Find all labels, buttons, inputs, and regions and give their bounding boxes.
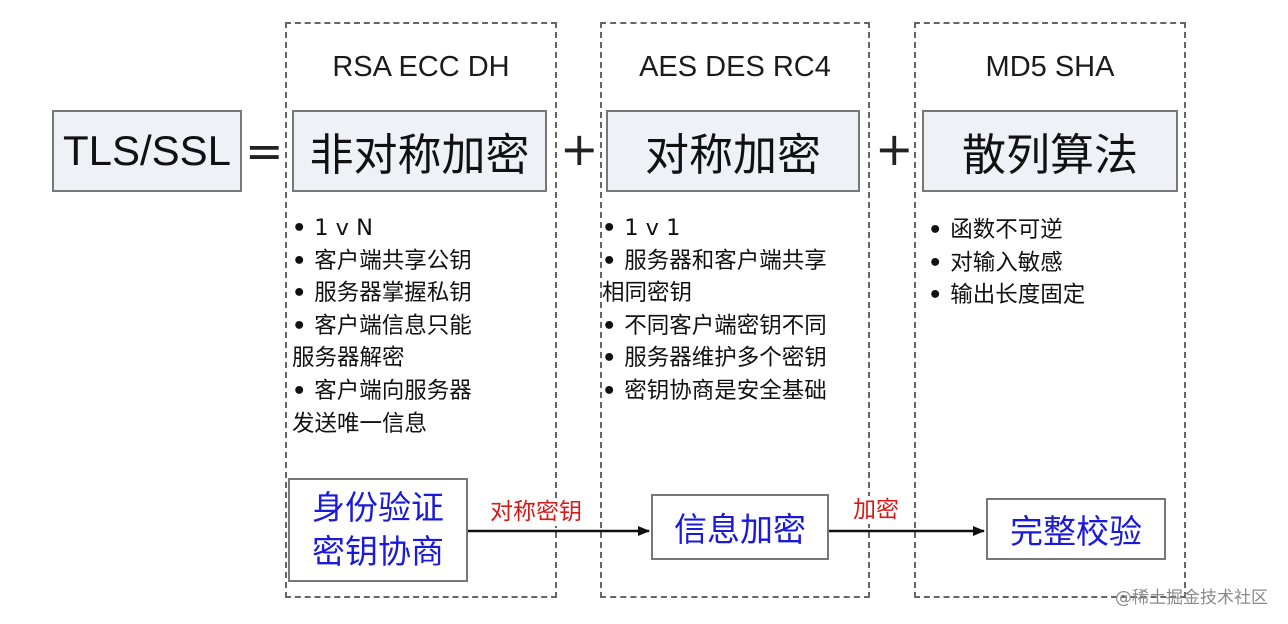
- asymmetric-header-label: 非对称加密: [309, 130, 530, 181]
- arrow-label-encrypt: 加密: [853, 496, 899, 524]
- symmetric-header-label: 对称加密: [645, 130, 821, 181]
- list-item: 不同客户端密钥不同: [602, 310, 867, 343]
- list-item: 函数不可逆: [928, 214, 1168, 247]
- tls-ssl-label: TLS/SSL: [62, 127, 232, 174]
- info-encrypt-label: 信息加密: [674, 510, 806, 549]
- equals-sign: =: [245, 124, 284, 178]
- symmetric-title: AES DES RC4: [639, 51, 831, 83]
- list-item: 客户端共享公钥: [292, 245, 542, 278]
- list-item: 客户端向服务器 发送唯一信息: [292, 375, 542, 440]
- list-item: 服务器掌握私钥: [292, 277, 542, 310]
- watermark: @稀土掘金技术社区: [1115, 588, 1268, 608]
- plus-sign-2: +: [875, 122, 914, 176]
- symmetric-group: [600, 22, 870, 598]
- hash-header-label: 散列算法: [962, 130, 1138, 181]
- list-item: 服务器维护多个密钥: [602, 342, 867, 375]
- integrity-check-box: 完整校验: [986, 498, 1166, 560]
- info-encrypt-box: 信息加密: [651, 494, 829, 560]
- plus-sign-1: +: [560, 122, 599, 176]
- list-item: 对输入敏感: [928, 247, 1168, 280]
- symmetric-bullets: 1 v 1 服务器和客户端共享 相同密钥 不同客户端密钥不同 服务器维护多个密钥…: [602, 212, 867, 408]
- hash-bullets: 函数不可逆 对输入敏感 输出长度固定: [928, 214, 1168, 312]
- hash-group: [914, 22, 1186, 598]
- list-item: 客户端信息只能 服务器解密: [292, 310, 542, 375]
- list-item: 服务器和客户端共享 相同密钥: [602, 245, 867, 310]
- tls-ssl-box: TLS/SSL: [52, 110, 242, 192]
- list-item: 1 v 1: [602, 212, 867, 245]
- hash-header: 散列算法: [922, 110, 1178, 192]
- auth-line: 身份验证: [312, 488, 444, 527]
- auth-keyexchange-box: 身份验证 密钥协商: [288, 478, 468, 582]
- asymmetric-group: [285, 22, 557, 598]
- integrity-check-label: 完整校验: [1010, 512, 1142, 551]
- hash-title: MD5 SHA: [985, 51, 1115, 83]
- list-item: 输出长度固定: [928, 279, 1168, 312]
- asymmetric-title: RSA ECC DH: [332, 51, 510, 83]
- arrow-label-symmetric-key: 对称密钥: [490, 498, 582, 526]
- asymmetric-header: 非对称加密: [292, 110, 547, 192]
- keyexchange-line: 密钥协商: [312, 532, 444, 571]
- list-item: 1 v N: [292, 212, 542, 245]
- list-item: 密钥协商是安全基础: [602, 375, 867, 408]
- symmetric-header: 对称加密: [606, 110, 860, 192]
- asymmetric-bullets: 1 v N 客户端共享公钥 服务器掌握私钥 客户端信息只能 服务器解密 客户端向…: [292, 212, 542, 440]
